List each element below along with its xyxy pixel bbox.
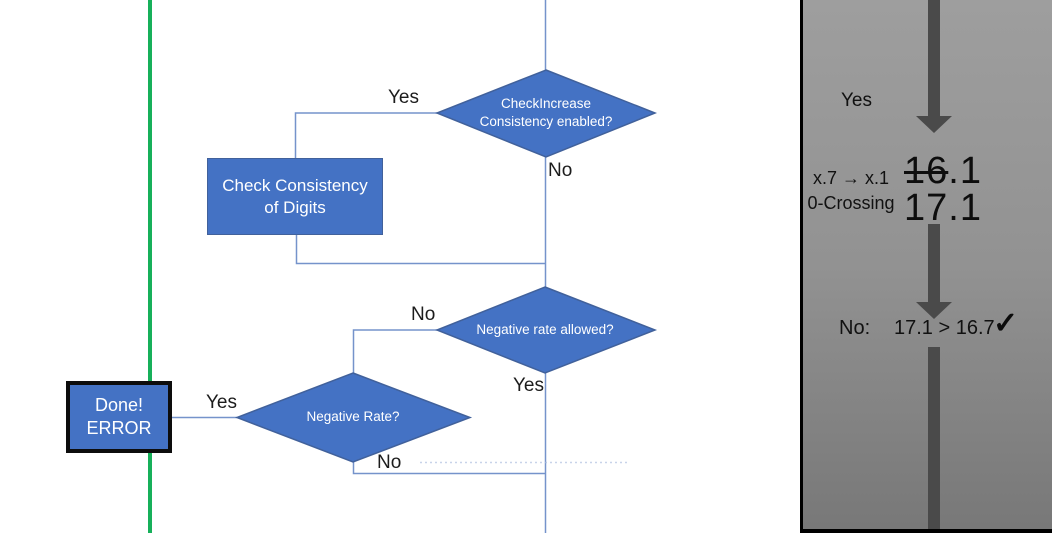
- decision-negative-rate-allowed-label: Negative rate allowed?: [476, 322, 614, 337]
- panel-result-prefix: No:: [839, 317, 871, 339]
- branch-label-bottom-no: No: [377, 452, 402, 473]
- green-divider-line: [148, 0, 152, 533]
- panel-mapping-note: x.7 → x.1: [812, 168, 890, 188]
- checkmark-icon: ✓: [993, 307, 1019, 340]
- branch-label-bottom-yes: Yes: [206, 392, 237, 413]
- panel-old-value-struck: 16: [904, 150, 949, 192]
- down-arrow-3-shaft: [928, 347, 940, 529]
- panel-crossing-note: 0-Crossing: [807, 193, 895, 213]
- branch-label-mid-no: No: [411, 304, 436, 325]
- connector-bottom-no: [352, 462, 545, 475]
- branch-label-mid-yes: Yes: [513, 375, 544, 396]
- terminal-done-error: Done! ERROR: [66, 381, 172, 453]
- down-arrow-2-shaft: [928, 224, 940, 302]
- terminal-line1: Done!: [94, 395, 144, 415]
- connector-mid-no: [352, 329, 437, 373]
- down-arrow-2-head: [916, 302, 952, 319]
- terminal-line2: ERROR: [86, 418, 152, 438]
- down-arrow-1-shaft: [928, 0, 940, 116]
- branch-label-top-yes: Yes: [388, 87, 419, 108]
- panel-old-value: 16.1: [904, 150, 982, 192]
- decision-check-increase: [434, 69, 658, 158]
- process-check-consistency: Check Consistency of Digits: [207, 158, 383, 235]
- down-arrow-1-head: [916, 116, 952, 133]
- panel-annotation: x.7 → x.1 0-Crossing: [805, 166, 897, 216]
- connector-top-yes: [294, 112, 437, 158]
- connector-process-out: [295, 235, 545, 265]
- decision-negative-rate-allowed: [434, 286, 658, 374]
- decision-negative-rate: [234, 372, 473, 463]
- branch-label-top-no: No: [548, 160, 573, 181]
- panel-yes-label: Yes: [841, 90, 872, 111]
- side-note-panel: Yes x.7 → x.1 0-Crossing 16.1 17.1 No: 1…: [800, 0, 1052, 533]
- panel-new-value: 17.1: [904, 187, 982, 229]
- panel-result-comparison: 17.1 > 16.7: [894, 317, 995, 339]
- decision-negative-rate-label: Negative Rate?: [306, 409, 400, 424]
- decision-check-increase-label: CheckIncrease Consistency enabled?: [479, 96, 613, 129]
- panel-old-value-tail: .1: [948, 150, 982, 192]
